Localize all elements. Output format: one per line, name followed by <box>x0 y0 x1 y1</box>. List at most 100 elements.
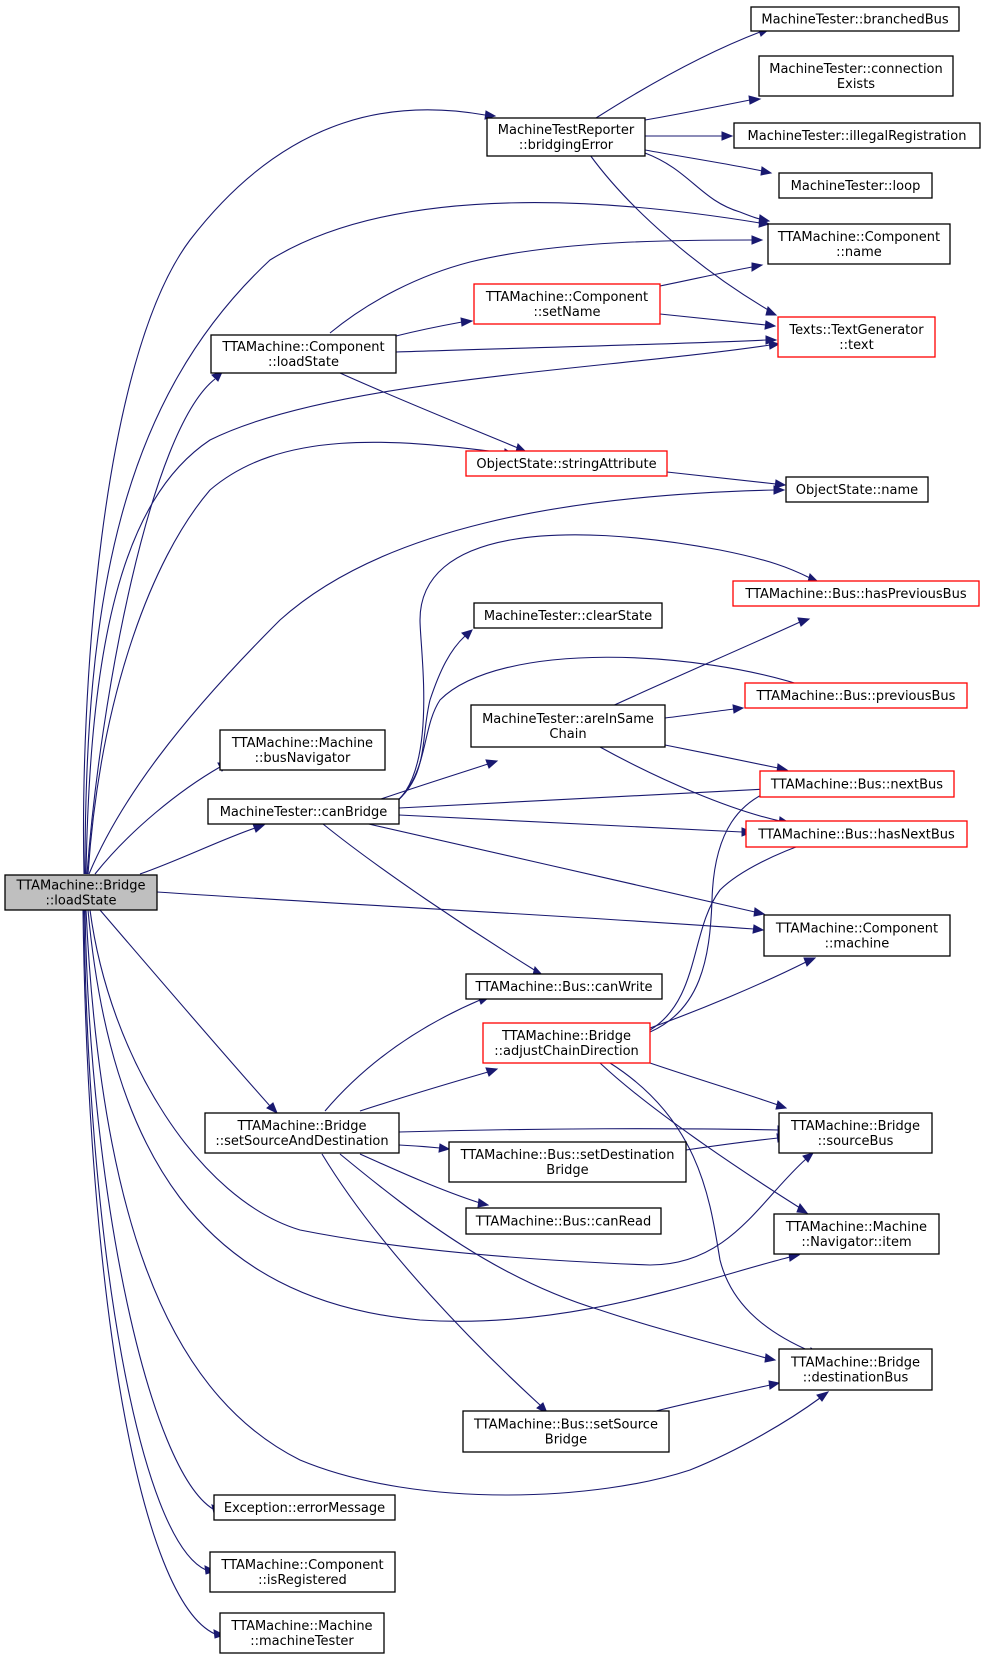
node-label-line: TTAMachine::Bus::hasNextBus <box>757 828 955 843</box>
edge-loadState-to-component-loadState <box>86 371 223 875</box>
node-box <box>4 874 158 911</box>
node-label-line: ::isRegistered <box>258 1573 347 1588</box>
node-box <box>204 1112 400 1154</box>
node-box <box>482 1022 651 1064</box>
node-label-line: TTAMachine::Bus::canWrite <box>474 980 652 995</box>
node-tester-illegalRegistration[interactable]: MachineTester::illegalRegistration <box>733 122 981 149</box>
edge-componentLoadState-to-text <box>395 335 778 353</box>
edge-loadState-to-text <box>85 340 781 875</box>
node-label-line: ::destinationBus <box>803 1371 909 1386</box>
node-label-line: MachineTester::clearState <box>484 609 652 624</box>
node-box <box>219 1612 385 1654</box>
node-tester-canBridge[interactable]: MachineTester::canBridge <box>207 798 400 825</box>
edge-setName-to-component-name <box>659 262 764 287</box>
node-bus-canWrite[interactable]: TTAMachine::Bus::canWrite <box>465 973 663 1000</box>
node-label-line: ::sourceBus <box>818 1134 894 1149</box>
node-bus-hasPreviousBus[interactable]: TTAMachine::Bus::hasPreviousBus <box>732 580 980 607</box>
node-box <box>448 1141 687 1183</box>
node-machine-busNavigator[interactable]: TTAMachine::Machine::busNavigator <box>219 729 386 771</box>
node-label-line: MachineTester::branchedBus <box>761 13 948 28</box>
edge-bridgingError-to-illegalRegistration <box>645 131 734 141</box>
node-bridge-adjustChainDirection[interactable]: TTAMachine::Bridge::adjustChainDirection <box>482 1022 651 1064</box>
node-label-line: TTAMachine::Machine <box>231 736 373 751</box>
node-exception-errorMessage[interactable]: Exception::errorMessage <box>213 1494 396 1521</box>
edge-canBridge-to-nextBus <box>398 783 797 809</box>
edge-componentLoadState-to-setName <box>395 317 474 337</box>
node-label-line: ::loadState <box>46 894 117 909</box>
node-label-line: TTAMachine::Component <box>221 340 384 355</box>
node-textgen-text[interactable]: Texts::TextGenerator::text <box>777 316 936 358</box>
node-component-setName[interactable]: TTAMachine::Component::setName <box>473 283 661 325</box>
node-label-line: MachineTester::connection <box>769 62 943 77</box>
node-label-line: TTAMachine::Bridge <box>501 1029 631 1044</box>
node-label-line: ::loadState <box>268 355 339 370</box>
node-box <box>465 1207 662 1235</box>
node-bridge-sourceBus[interactable]: TTAMachine::Bridge::sourceBus <box>778 1112 933 1154</box>
node-box <box>210 334 397 374</box>
nodes-layer: TTAMachine::Bridge::loadState MachineTes… <box>4 6 981 1654</box>
node-reporter-bridgingError[interactable]: MachineTestReporter::bridgingError <box>486 117 646 157</box>
node-label-line: MachineTester::canBridge <box>220 805 388 820</box>
node-label-line: Bridge <box>546 1163 588 1178</box>
edge-bridgingError-to-loop <box>644 149 773 176</box>
node-navigator-item[interactable]: TTAMachine::Machine::Navigator::item <box>773 1213 940 1255</box>
edge-bridgingError-to-text <box>589 154 778 316</box>
node-bus-previousBus[interactable]: TTAMachine::Bus::previousBus <box>744 682 968 709</box>
node-objstate-name[interactable]: ObjectState::name <box>785 476 929 503</box>
node-label-line: TTAMachine::Component <box>777 230 940 245</box>
edge-loadState-to-isRegistered <box>83 909 217 1575</box>
edge-setSourceAndDestination-to-setDestinationBridge <box>398 1143 451 1153</box>
node-box <box>470 704 666 748</box>
node-box <box>207 798 400 825</box>
node-machine-machineTester[interactable]: TTAMachine::Machine::machineTester <box>219 1612 385 1654</box>
node-component-loadState[interactable]: TTAMachine::Component::loadState <box>210 334 397 374</box>
node-objstate-stringAttribute[interactable]: ObjectState::stringAttribute <box>465 450 668 477</box>
node-label-line: TTAMachine::Bridge <box>236 1119 366 1134</box>
node-component-machine[interactable]: TTAMachine::Component::machine <box>763 914 951 957</box>
node-bridge-destinationBus[interactable]: TTAMachine::Bridge::destinationBus <box>778 1348 933 1391</box>
node-bridge-loadState[interactable]: TTAMachine::Bridge::loadState <box>4 874 158 911</box>
node-bus-nextBus[interactable]: TTAMachine::Bus::nextBus <box>759 770 955 798</box>
node-tester-loop[interactable]: MachineTester::loop <box>778 172 933 199</box>
node-label-line: Exists <box>837 77 875 92</box>
node-tester-clearState[interactable]: MachineTester::clearState <box>473 602 663 629</box>
node-box <box>778 1112 933 1154</box>
node-label-line: TTAMachine::Machine <box>230 1619 372 1634</box>
edge-loadState-to-objstate-name <box>88 485 786 875</box>
edge-bridgingError-to-component-name <box>644 152 771 224</box>
node-bus-hasNextBus[interactable]: TTAMachine::Bus::hasNextBus <box>745 820 968 848</box>
edge-adjustChainDirection-to-component-machine <box>649 957 817 1029</box>
node-bridge-setSourceAndDestination[interactable]: TTAMachine::Bridge::setSourceAndDestinat… <box>204 1112 400 1154</box>
node-label-line: TTAMachine::Bridge <box>790 1119 920 1134</box>
node-label-line: ::setName <box>534 305 601 320</box>
node-component-isRegistered[interactable]: TTAMachine::Component::isRegistered <box>209 1551 396 1593</box>
node-label-line: ::setSourceAndDestination <box>215 1134 388 1149</box>
node-label-line: TTAMachine::Bridge <box>15 879 145 894</box>
edge-loadState-to-canBridge <box>139 823 266 875</box>
node-box <box>759 770 955 798</box>
node-box <box>465 450 668 477</box>
node-label-line: ::bridgingError <box>519 138 614 153</box>
node-box <box>213 1494 396 1521</box>
node-box <box>745 820 968 848</box>
node-box <box>733 122 981 149</box>
edge-setSourceAndDestination-to-canWrite <box>324 995 491 1112</box>
node-label-line: TTAMachine::Machine <box>785 1220 927 1235</box>
node-tester-branchedBus[interactable]: MachineTester::branchedBus <box>750 6 960 32</box>
node-label-line: TTAMachine::Bus::hasPreviousBus <box>744 587 966 602</box>
edge-setSourceBridge-to-destinationBus <box>655 1380 781 1412</box>
node-label-line: TTAMachine::Bus::setSource <box>473 1418 658 1433</box>
node-component-name[interactable]: TTAMachine::Component::name <box>767 223 951 265</box>
edge-loadState-to-errorMessage <box>84 909 224 1514</box>
edge-canBridge-to-clearState <box>387 629 473 809</box>
node-box <box>732 580 980 607</box>
node-box <box>778 1348 933 1391</box>
node-bus-canRead[interactable]: TTAMachine::Bus::canRead <box>465 1207 662 1235</box>
node-label-line: ObjectState::name <box>796 483 918 498</box>
node-box <box>777 316 936 358</box>
node-label-line: ::machineTester <box>250 1634 354 1649</box>
